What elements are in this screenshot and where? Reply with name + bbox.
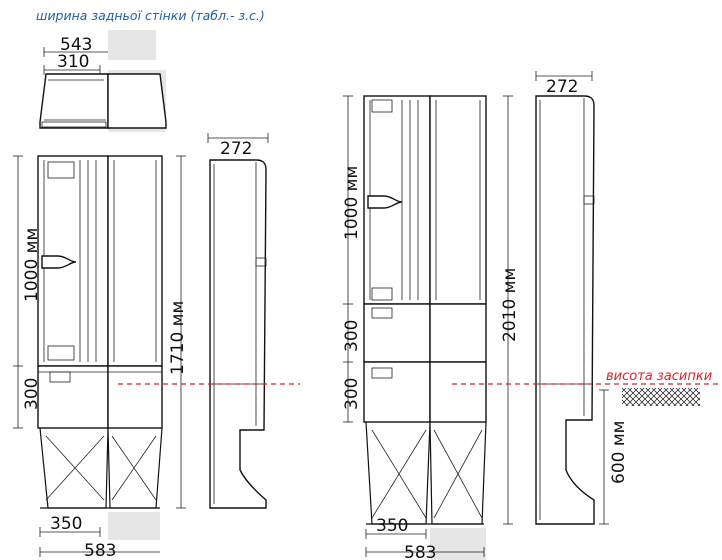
right-lower-height-label: 300 bbox=[342, 378, 362, 410]
left-bottom-dims: 350 583 bbox=[39, 514, 160, 560]
right-bottom-dims: 350 583 bbox=[365, 516, 485, 560]
right-vertical-dims: 1000 мм 300 300 2010 мм bbox=[342, 95, 520, 525]
left-lower-height-label: 300 bbox=[22, 378, 42, 410]
top-width-inner-label: 310 bbox=[57, 52, 89, 72]
right-bottom-outer-label: 583 bbox=[404, 543, 436, 560]
right-front-view bbox=[363, 95, 487, 560]
left-bottom-outer-label: 583 bbox=[84, 541, 116, 560]
burial-depth-label: 600 мм bbox=[609, 420, 629, 484]
right-total-height-label: 2010 мм bbox=[500, 268, 520, 342]
right-bottom-inner-label: 350 bbox=[376, 516, 408, 536]
ground-hatch bbox=[622, 388, 700, 406]
left-vertical-dims: 1000 мм 300 1710 мм bbox=[13, 155, 188, 509]
right-middle-height-label: 300 bbox=[342, 320, 362, 352]
top-view bbox=[39, 70, 167, 132]
top-width-outer-label: 543 bbox=[60, 35, 92, 55]
left-side-view: 272 bbox=[207, 133, 269, 509]
left-upper-height-label: 1000 мм bbox=[22, 228, 42, 302]
header-note: ширина задньої стінки (табл.- з.с.) bbox=[36, 8, 265, 23]
fill-level-label: висота засипки bbox=[606, 369, 712, 384]
top-view-dims: 543 310 bbox=[43, 30, 156, 75]
right-side-view: 272 bbox=[535, 71, 595, 525]
burial-depth-dim: 600 мм bbox=[599, 389, 629, 525]
right-depth-label: 272 bbox=[546, 77, 578, 97]
left-total-height-label: 1710 мм bbox=[168, 301, 188, 375]
right-upper-height-label: 1000 мм bbox=[342, 166, 362, 240]
left-depth-label: 272 bbox=[220, 139, 252, 159]
left-bottom-inner-label: 350 bbox=[50, 514, 82, 534]
left-front-view bbox=[37, 155, 163, 540]
